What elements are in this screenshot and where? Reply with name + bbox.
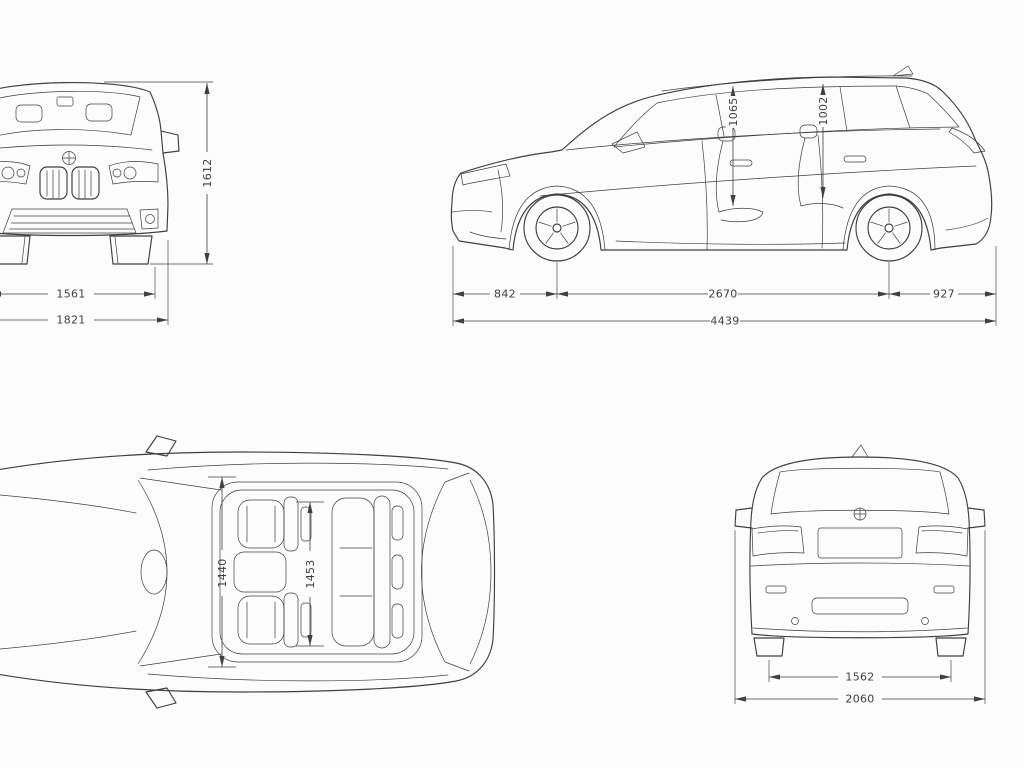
top-rear-bench — [331, 495, 404, 649]
front-car-body — [0, 82, 180, 237]
roof-outline — [211, 481, 423, 663]
front-windshield — [0, 90, 141, 136]
rear-fog-light — [921, 617, 929, 625]
dim-label-width-incl-mirrors: 2060 — [845, 693, 874, 706]
dim-label-overall-height: 1612 — [201, 158, 214, 187]
door-handle — [843, 155, 867, 163]
dim-label-front-headroom: 1065 — [727, 97, 740, 126]
rear-window — [421, 481, 446, 663]
rear-view: 1562 2060 — [734, 444, 986, 706]
dim-label-front-overhang: 842 — [494, 288, 516, 301]
side-car-body — [450, 76, 993, 251]
rear-fog-light — [791, 617, 799, 625]
top-view-dimensions: 1440 1453 — [208, 476, 324, 668]
rear-right-taillight — [915, 525, 969, 557]
dim-label-overall-width: 1821 — [56, 314, 85, 327]
side-interior-seats — [715, 124, 844, 223]
top-view: 1440 1453 — [0, 435, 496, 709]
front-kidney-grille — [39, 166, 100, 200]
front-wheels — [0, 235, 153, 265]
side-view-dimensions: 1065 1002 842 2670 927 4439 — [452, 84, 997, 328]
front-right-mirror — [160, 130, 180, 154]
headrest — [15, 104, 43, 123]
front-view-dimensions: 1612 1561 1821 — [0, 81, 214, 327]
side-front-wheel — [523, 194, 591, 262]
front-hood-line — [0, 144, 153, 151]
top-center-console — [233, 551, 287, 593]
license-plate — [817, 527, 903, 559]
side-body-details — [451, 65, 989, 251]
side-taillight — [948, 127, 986, 154]
windshield-cowl — [137, 479, 168, 665]
steering-wheel — [140, 549, 168, 595]
top-right-mirror — [145, 687, 177, 709]
dim-label-rear-interior-width: 1453 — [304, 559, 317, 588]
side-mirror — [611, 131, 646, 154]
rear-antenna-fin — [851, 444, 869, 458]
dim-label-overall-length: 4439 — [710, 315, 739, 328]
bmw-roundel-front-icon — [62, 151, 76, 165]
rear-reflector — [765, 585, 787, 594]
rear-right-tire — [935, 637, 967, 657]
door-handle — [729, 159, 753, 167]
top-front-seats — [237, 496, 312, 648]
dim-label-rear-headroom: 1002 — [817, 96, 830, 125]
rear-right-mirror — [967, 507, 986, 529]
rear-left-mirror — [734, 507, 753, 529]
rear-diffuser — [811, 597, 909, 615]
dim-label-rear-overhang: 927 — [933, 288, 955, 301]
rear-window — [770, 467, 950, 515]
roof-rail — [661, 75, 913, 92]
side-rear-wheel — [855, 194, 923, 262]
antenna-fin — [892, 65, 914, 77]
bmw-roundel-rear-icon — [853, 507, 867, 521]
rear-view-dimensions: 1562 2060 — [734, 530, 986, 706]
rear-car-body — [749, 456, 971, 639]
top-body-details — [0, 462, 492, 682]
dim-label-wheelbase: 2670 — [708, 288, 737, 301]
side-view: 1065 1002 842 2670 927 4439 — [450, 65, 997, 328]
front-view: 1612 1561 1821 — [0, 81, 214, 327]
rear-left-tire — [753, 637, 785, 657]
dim-label-track-width: 1561 — [56, 288, 85, 301]
side-headlight — [460, 163, 511, 186]
dim-label-front-interior-width: 1440 — [216, 558, 229, 587]
sunroof-outline — [219, 489, 415, 655]
dim-label-rear-track: 1562 — [845, 671, 874, 684]
fog-light — [145, 214, 155, 224]
headrest — [85, 103, 113, 122]
rear-reflector — [933, 585, 955, 594]
interior-mirror — [56, 96, 74, 107]
top-car-body — [0, 451, 496, 693]
rear-left-taillight — [751, 525, 805, 557]
top-left-mirror — [145, 435, 177, 457]
side-glasshouse — [613, 85, 960, 148]
front-lower-intake — [2, 208, 159, 234]
front-headlights — [0, 161, 159, 185]
